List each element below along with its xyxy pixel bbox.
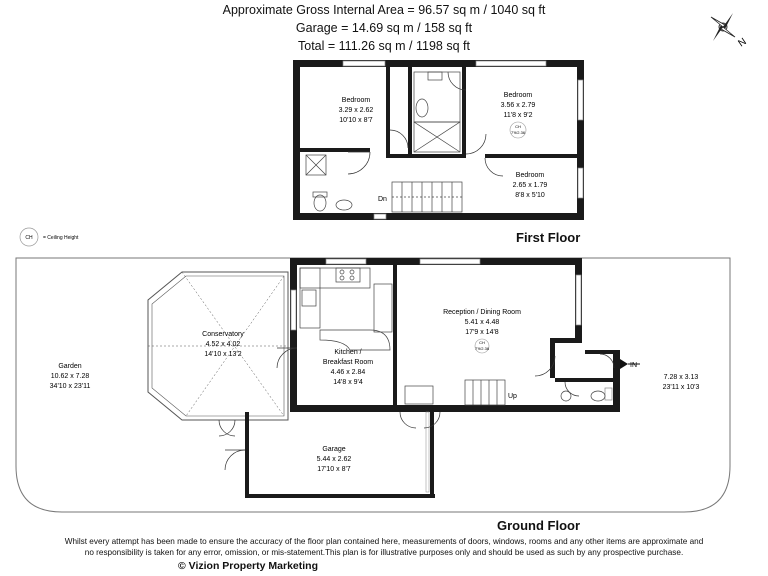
disclaimer: Whilst every attempt has been made to en…	[0, 537, 768, 558]
ff-stairs-label: Dn	[378, 196, 387, 203]
first-floor-plan: Bedroom 3.29 x 2.62 10'10 x 8'7 Bedroom …	[293, 60, 584, 220]
ff-bedroom2-name: Bedroom	[504, 92, 533, 99]
legend-text: = Ceiling Height	[43, 235, 79, 241]
entrance-arrow-icon	[620, 359, 640, 369]
legend-symbol: CH	[25, 235, 33, 241]
copyright: © Vizion Property Marketing	[178, 560, 318, 572]
ff-ch-label: CH	[515, 124, 521, 129]
reception-name: Reception / Dining Room	[443, 309, 521, 316]
ground-floor-plan: Garden 10.62 x 7.28 34'10 x 23'11 Conser…	[15, 257, 731, 513]
garden-left-imperial: 34'10 x 23'11	[50, 383, 91, 390]
ff-ch-value: 7'9/2.36	[511, 130, 526, 135]
kitchen-imperial: 14'8 x 9'4	[333, 379, 363, 386]
garage-metric: 5.44 x 2.62	[317, 456, 352, 463]
kitchen-metric: 4.46 x 2.84	[331, 369, 366, 376]
entrance-label: IN	[630, 362, 637, 369]
reception-metric: 5.41 x 4.48	[465, 319, 500, 326]
conservatory-metric: 4.52 x 4.02	[206, 341, 241, 348]
ff-ceiling-height-icon	[509, 121, 527, 139]
ff-bedroom3-name: Bedroom	[516, 172, 545, 179]
ff-bedroom3-metric: 2.65 x 1.79	[513, 182, 548, 189]
compass-icon: N	[710, 13, 749, 49]
gf-ceiling-height-icon	[474, 338, 490, 354]
garden-right-metric: 7.28 x 3.13	[664, 374, 699, 381]
garage-imperial: 17'10 x 8'7	[317, 466, 351, 473]
disclaimer-line-2: no responsibility is taken for any error…	[84, 547, 684, 557]
garden-left-name: Garden	[58, 363, 81, 370]
ceiling-height-icon	[19, 227, 39, 247]
gf-ch-label: CH	[479, 340, 485, 345]
reception-imperial: 17'9 x 14'8	[465, 329, 499, 336]
ff-bedroom1-imperial: 10'10 x 8'7	[339, 117, 373, 124]
ff-bedroom1-name: Bedroom	[342, 97, 371, 104]
ground-floor-title: Ground Floor	[497, 518, 581, 533]
garage-area-text: Garage = 14.69 sq m / 158 sq ft	[295, 21, 473, 35]
conservatory-name: Conservatory	[202, 331, 244, 338]
total-area-text: Total = 111.26 sq m / 1198 sq ft	[298, 39, 470, 53]
kitchen-name-2: Breakfast Room	[323, 359, 373, 366]
garden-right-imperial: 23'11 x 10'3	[663, 384, 700, 391]
compass-north-label: N	[736, 36, 748, 49]
garden-left-metric: 10.62 x 7.28	[51, 373, 90, 380]
first-floor-title: First Floor	[516, 230, 581, 245]
ceiling-height-legend: CH = Ceiling Height	[19, 227, 79, 247]
gf-ch-value: 7'9/2.36	[475, 346, 490, 351]
ff-bedroom2-imperial: 11'8 x 9'2	[503, 112, 532, 119]
conservatory-imperial: 14'10 x 13'2	[204, 351, 241, 358]
disclaimer-line-1: Whilst every attempt has been made to en…	[64, 537, 704, 546]
kitchen-name-1: Kitchen /	[334, 349, 361, 356]
gross-area-text: Approximate Gross Internal Area = 96.57 …	[222, 3, 546, 17]
gf-stairs-label: Up	[508, 393, 517, 400]
ff-bedroom2-metric: 3.56 x 2.79	[501, 102, 536, 109]
garage-name: Garage	[322, 446, 345, 453]
ff-bedroom1-metric: 3.29 x 2.62	[339, 107, 374, 114]
ff-bedroom3-imperial: 8'8 x 5'10	[515, 192, 545, 199]
